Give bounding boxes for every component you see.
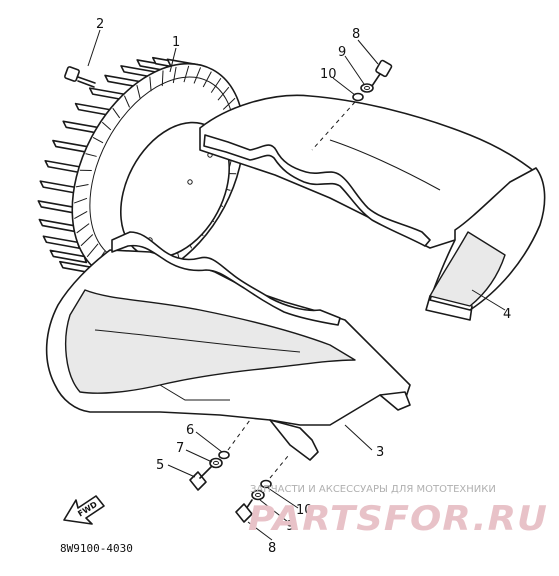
washer-9-bottom <box>251 489 265 501</box>
fan-fin <box>42 235 81 250</box>
assembly-line-right <box>269 455 289 479</box>
lockwasher-10-bottom <box>260 479 272 489</box>
rim-hatch-line <box>217 86 230 101</box>
fan-fin <box>37 200 76 214</box>
callout-10-top: 10 <box>320 67 337 82</box>
rim-hatch-line <box>74 211 88 220</box>
bolt-8-top <box>371 59 393 87</box>
rim-hatch-line <box>101 121 112 131</box>
rim-hatch-line <box>86 243 99 258</box>
lower-mount-tab <box>269 419 319 461</box>
rim-hatch-line <box>76 223 90 234</box>
lockwasher-10-top <box>352 92 364 102</box>
shroud-tail-lower <box>429 231 506 307</box>
fan-fin <box>44 159 83 174</box>
lower-shroud-contour <box>94 329 301 353</box>
lower-shroud-inner <box>65 289 356 394</box>
rim-hatch-line <box>183 65 190 83</box>
callout-3: 3 <box>376 445 384 460</box>
rim-hatch-line <box>161 70 164 87</box>
forward-arrow: FWD <box>63 495 105 525</box>
upper-shroud <box>199 94 546 321</box>
assembly-line-top <box>311 101 356 151</box>
callout-10-bottom: 10 <box>296 503 313 518</box>
fan-fin <box>38 218 77 233</box>
callout-leaders <box>87 29 506 541</box>
watermark-tagline: ЗАПЧАСТИ И АКСЕССУАРЫ ДЛЯ МОТОТЕХНИКИ <box>250 484 496 495</box>
callout-4: 4 <box>503 307 511 322</box>
watermark-logo: PARTSFOR.RU <box>248 499 548 539</box>
washer-6 <box>218 450 230 460</box>
callout-9-bottom: 9 <box>286 519 294 534</box>
callout-5: 5 <box>156 458 164 473</box>
flywheel-fan <box>37 56 245 282</box>
bolt-5 <box>189 465 213 491</box>
bolt-2 <box>64 66 96 88</box>
rim-hatch-line <box>222 97 236 110</box>
rim-hatch-line <box>75 184 89 188</box>
upper-shroud-flange <box>203 134 431 247</box>
bolt-8-bottom <box>235 499 253 523</box>
rim-hatch-line <box>149 76 152 92</box>
rim-hatch-line <box>92 137 104 144</box>
rim-hatch-line <box>193 67 202 84</box>
fan-fin <box>52 139 90 154</box>
callout-6: 6 <box>186 423 194 438</box>
callout-8-top: 8 <box>352 27 360 42</box>
rim-hatch-line <box>112 107 121 119</box>
assembly-line-left <box>227 419 251 451</box>
callout-labels: 2 1 8 9 10 4 3 5 7 6 10 9 8 <box>96 17 511 556</box>
watermark: ЗАПЧАСТИ И АКСЕССУАРЫ ДЛЯ МОТОТЕХНИКИ PA… <box>248 484 548 539</box>
hub-hole <box>187 179 193 185</box>
lower-shroud <box>45 231 411 461</box>
washer-9-top <box>360 83 374 93</box>
shroud-tail-lip <box>425 295 473 321</box>
rim-hatch-line <box>210 77 222 93</box>
lower-shroud-flange <box>111 231 341 326</box>
washer-7 <box>209 457 223 469</box>
lower-shroud-contour <box>159 384 230 401</box>
shroud-contour <box>329 139 441 191</box>
fan-fin <box>49 249 88 264</box>
callout-8-bottom: 8 <box>268 541 276 556</box>
callout-2: 2 <box>96 17 104 32</box>
callout-7: 7 <box>176 441 184 456</box>
diagram-code: 8W9100-4030 <box>60 542 133 555</box>
rim-hatch-line <box>123 95 131 108</box>
rim-hatch-line <box>80 234 94 247</box>
rim-hatch-line <box>136 84 141 99</box>
rim-hatch-line <box>172 66 177 84</box>
right-mount-tab <box>379 391 411 411</box>
callout-1: 1 <box>172 35 180 50</box>
rim-hatch-line <box>85 153 97 157</box>
rim-hatch-line <box>73 197 88 204</box>
rim-hatch-line <box>202 71 212 88</box>
fan-fin <box>39 180 78 194</box>
callout-9-top: 9 <box>338 45 346 60</box>
